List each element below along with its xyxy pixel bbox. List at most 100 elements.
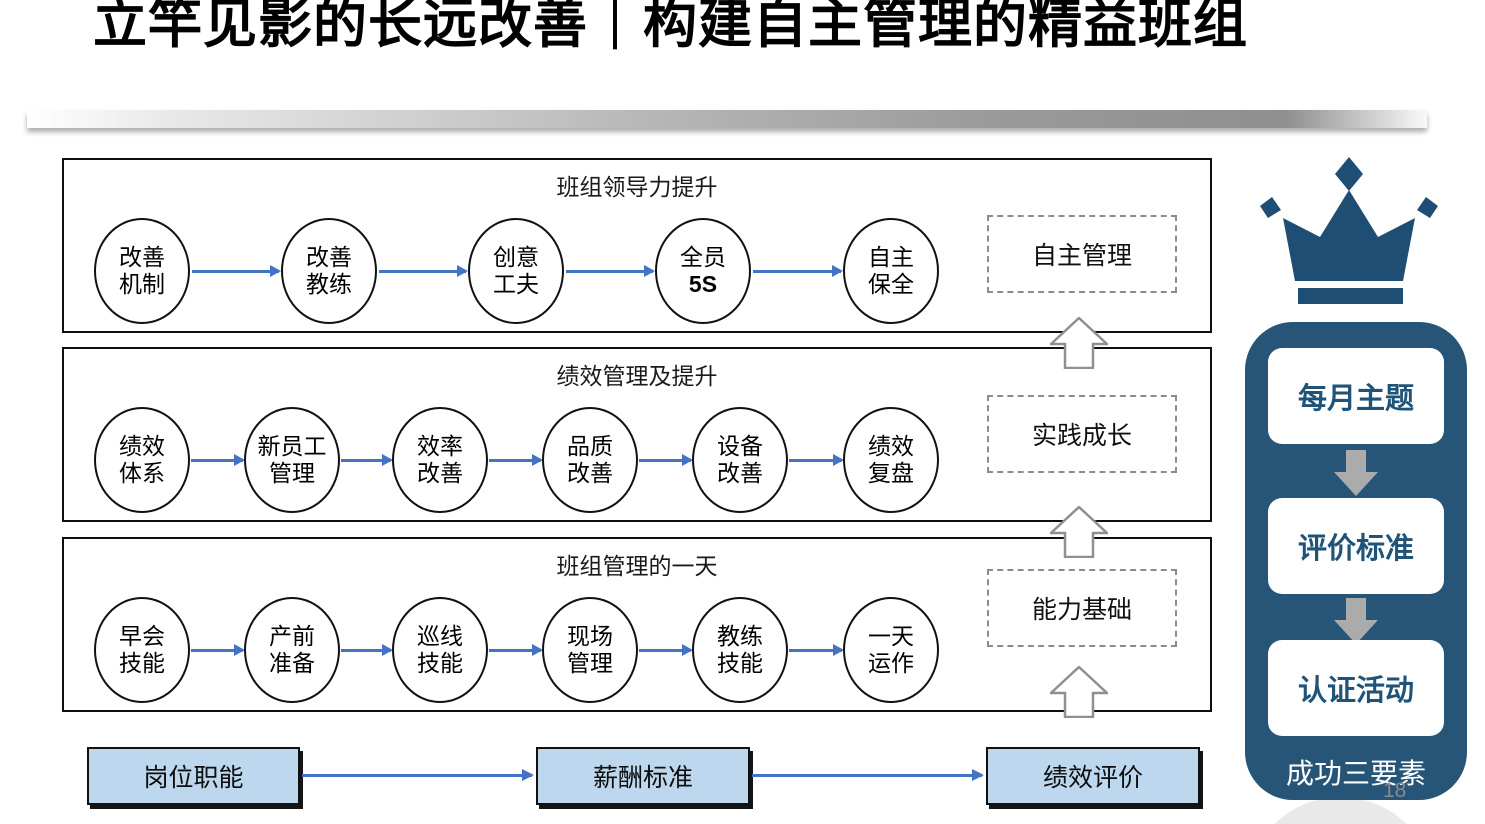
flow-circle: 一天 运作	[843, 597, 939, 703]
circle-label-line: 改善	[567, 460, 613, 486]
circle-label-line: 技能	[119, 650, 165, 676]
flow-arrow-icon	[191, 644, 245, 656]
foundation-box: 绩效评价	[986, 747, 1200, 805]
panel-step-label: 评价标准	[1297, 533, 1414, 565]
down-arrow-icon	[1334, 450, 1378, 496]
flow-arrow-icon	[639, 644, 693, 656]
up-arrow-icon	[1050, 317, 1108, 369]
flow-circle: 改善 教练	[281, 218, 377, 324]
circle-label-line: 技能	[717, 650, 763, 676]
flow-arrow-icon	[489, 454, 543, 466]
flow-circle: 绩效 复盘	[843, 407, 939, 513]
panel-step-label: 认证活动	[1297, 675, 1414, 707]
success-panel: 每月主题 评价标准 认证活动 成功三要素	[1245, 322, 1467, 800]
circle-label-line: 绩效	[868, 432, 914, 459]
flow-arrow-icon	[752, 769, 984, 781]
page-number: 18	[1383, 779, 1407, 802]
flow-circle: 设备 改善	[692, 407, 788, 513]
outcome-label: 能力基础	[1031, 596, 1132, 624]
up-arrow-icon	[1050, 506, 1108, 558]
foundation-label: 薪酬标准	[592, 764, 693, 792]
crown-icon	[1260, 157, 1438, 304]
flow-circle: 绩效 体系	[94, 407, 190, 513]
panel-step: 认证活动	[1268, 640, 1444, 736]
flow-arrow-icon	[489, 644, 543, 656]
circle-label-line: 5S	[688, 271, 718, 297]
phase-box-daily: 班组管理的一天 早会 技能 产前 准备 巡线 技能 现场 管理 教练 技能 一天…	[62, 537, 1212, 712]
circle-label-line: 教练	[717, 622, 763, 649]
panel-step-label: 每月主题	[1297, 383, 1414, 415]
flow-circle: 现场 管理	[542, 597, 638, 703]
circle-label-line: 改善	[417, 460, 463, 486]
flow-circle: 新员工 管理	[244, 407, 340, 513]
outcome-box: 自主管理	[987, 215, 1177, 293]
flow-arrow-icon	[789, 644, 844, 656]
circle-label-line: 自主	[868, 243, 914, 270]
outcome-box: 实践成长	[987, 395, 1177, 473]
circle-label-line: 准备	[269, 650, 315, 676]
circle-label-line: 设备	[717, 432, 763, 459]
circle-label-line: 全员	[680, 243, 726, 270]
circle-label-line: 技能	[417, 650, 463, 676]
flow-arrow-icon	[192, 265, 281, 277]
phase-title: 绩效管理及提升	[556, 363, 718, 389]
circle-label-line: 体系	[119, 460, 165, 486]
phase-box-performance: 绩效管理及提升 绩效 体系 新员工 管理 效率 改善 品质 改善 设备 改善 绩…	[62, 347, 1212, 522]
circle-label-line: 早会	[119, 622, 165, 649]
circle-label-line: 品质	[567, 432, 613, 459]
circle-label-line: 创意	[493, 243, 539, 270]
circle-label-line: 保全	[868, 271, 914, 297]
foundation-label: 岗位职能	[143, 764, 244, 792]
circle-label-line: 管理	[567, 650, 613, 676]
circle-label-line: 绩效	[119, 432, 165, 459]
circle-label-line: 现场	[567, 622, 613, 649]
flow-arrow-icon	[341, 644, 393, 656]
flow-circle: 产前 准备	[244, 597, 340, 703]
circle-label-line: 新员工	[257, 432, 327, 459]
outcome-label: 实践成长	[1031, 422, 1132, 450]
flow-arrow-icon	[302, 769, 534, 781]
divider-bar	[27, 110, 1427, 128]
circle-label-line: 改善	[717, 460, 763, 486]
flow-circle: 品质 改善	[542, 407, 638, 513]
flow-arrow-icon	[753, 265, 843, 277]
phase-title: 班组管理的一天	[556, 553, 718, 579]
flow-arrow-icon	[379, 265, 468, 277]
panel-step: 每月主题	[1268, 348, 1444, 444]
circle-label-line: 教练	[306, 271, 352, 297]
flow-arrow-icon	[566, 265, 655, 277]
flow-arrow-icon	[789, 454, 844, 466]
flow-circle: 效率 改善	[392, 407, 488, 513]
circle-label-line: 机制	[119, 271, 165, 297]
phase-box-leadership: 班组领导力提升 改善 机制 改善 教练 创意 工夫 全员 5S 自主 保全 自主…	[62, 158, 1212, 333]
circle-label-line: 管理	[269, 460, 315, 486]
flow-circle: 全员 5S	[655, 218, 751, 324]
foundation-box: 岗位职能	[87, 747, 300, 805]
flow-arrow-icon	[341, 454, 393, 466]
flow-circle: 教练 技能	[692, 597, 788, 703]
flow-circle: 自主 保全	[843, 218, 939, 324]
page-title: 立竿见影的长远改善｜构建自主管理的精益班组	[93, 0, 1248, 54]
circle-label-line: 工夫	[493, 271, 539, 297]
circle-label-line: 改善	[306, 243, 352, 270]
circle-label-line: 运作	[868, 650, 914, 676]
flow-circle: 改善 机制	[94, 218, 190, 324]
up-arrow-icon	[1050, 666, 1108, 718]
flow-circle: 巡线 技能	[392, 597, 488, 703]
circle-label-line: 效率	[417, 432, 463, 459]
circle-label-line: 产前	[269, 622, 315, 649]
flow-arrow-icon	[639, 454, 693, 466]
circle-label-line: 巡线	[417, 622, 463, 649]
flow-circle: 创意 工夫	[468, 218, 564, 324]
circle-label-line: 复盘	[868, 460, 914, 486]
foundation-box: 薪酬标准	[536, 747, 750, 805]
outcome-label: 自主管理	[1031, 242, 1132, 270]
flow-circle: 早会 技能	[94, 597, 190, 703]
panel-caption: 成功三要素	[1285, 758, 1426, 789]
panel-step: 评价标准	[1268, 498, 1444, 594]
outcome-box: 能力基础	[987, 569, 1177, 647]
phase-title: 班组领导力提升	[556, 174, 718, 200]
circle-label-line: 一天	[868, 622, 914, 649]
circle-label-line: 改善	[119, 243, 165, 270]
